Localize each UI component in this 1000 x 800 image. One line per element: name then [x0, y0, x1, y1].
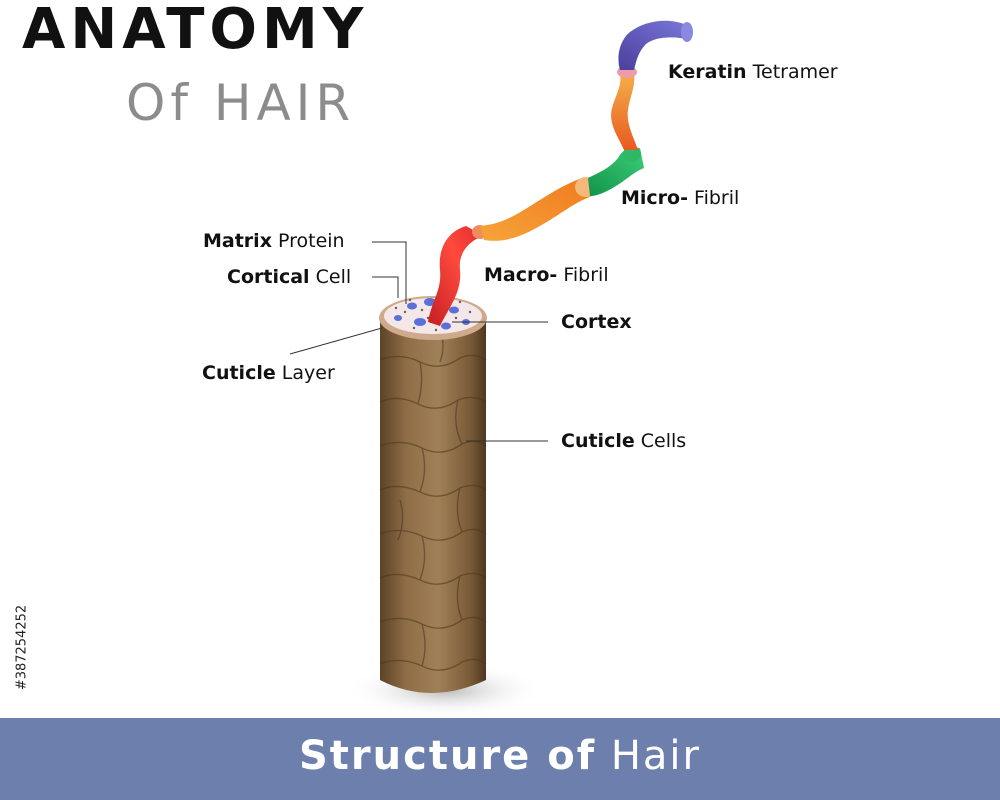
hair-shaft	[380, 318, 486, 693]
cortex-label: Cortex	[561, 313, 632, 332]
keratin-tetramer-label: Keratin Tetramer	[668, 63, 838, 82]
matrix-label-bold: Matrix	[203, 230, 272, 252]
macro-fibril	[428, 226, 484, 326]
keratin-tetramer	[618, 20, 690, 71]
cortical-label-bold: Cortical	[227, 266, 310, 288]
micro-fibril	[480, 178, 592, 241]
keratin-segment	[611, 72, 638, 150]
keratin-tip-end	[681, 22, 693, 42]
cuticle-cells-label-rest: Cells	[640, 430, 687, 452]
cuticle-cells-label: Cuticle Cells	[561, 432, 686, 451]
keratin-label-bold: Keratin	[668, 61, 747, 83]
cuticle-cells-pattern	[379, 329, 487, 671]
keratin-label-rest: Tetramer	[752, 61, 838, 83]
cortical-leader	[372, 276, 399, 298]
macro-fibril-label: Macro- Fibril	[484, 266, 609, 285]
stock-image-id: #387254252	[14, 604, 30, 691]
matrix-leader	[372, 241, 407, 304]
page-subtitle: Of HAIR	[126, 74, 356, 132]
macro-label-rest: Fibril	[563, 264, 609, 286]
footer-title-rest: Hair	[610, 733, 701, 779]
matrix-protein-label: Matrix Protein	[203, 232, 345, 251]
matrix-label-rest: Protein	[278, 230, 345, 252]
cuticle-layer-label-rest: Layer	[281, 362, 335, 384]
leader-lines	[289, 241, 548, 442]
matrix-protein-dots	[394, 298, 472, 332]
cortical-cell-label: Cortical Cell	[227, 268, 351, 287]
cuticle-layer-leader	[289, 327, 383, 355]
micro-label-rest: Fibril	[694, 187, 740, 209]
cuticle-layer-label: Cuticle Layer	[202, 364, 335, 383]
cortical-label-rest: Cell	[315, 266, 352, 288]
micro-fibril-label: Micro- Fibril	[621, 189, 739, 208]
footer-banner: Structure of Hair	[0, 718, 1000, 800]
page-title: ANATOMY	[22, 0, 369, 62]
cortex-label-bold: Cortex	[561, 311, 632, 333]
cuticle-cells-label-bold: Cuticle	[561, 430, 635, 452]
cortical-cells	[394, 298, 470, 330]
footer-title: Structure of Hair	[0, 736, 1000, 776]
cuticle-layer-label-bold: Cuticle	[202, 362, 276, 384]
macro-label-bold: Macro-	[484, 264, 558, 286]
micro-label-bold: Micro-	[621, 187, 688, 209]
footer-title-bold: Structure of	[299, 733, 597, 779]
